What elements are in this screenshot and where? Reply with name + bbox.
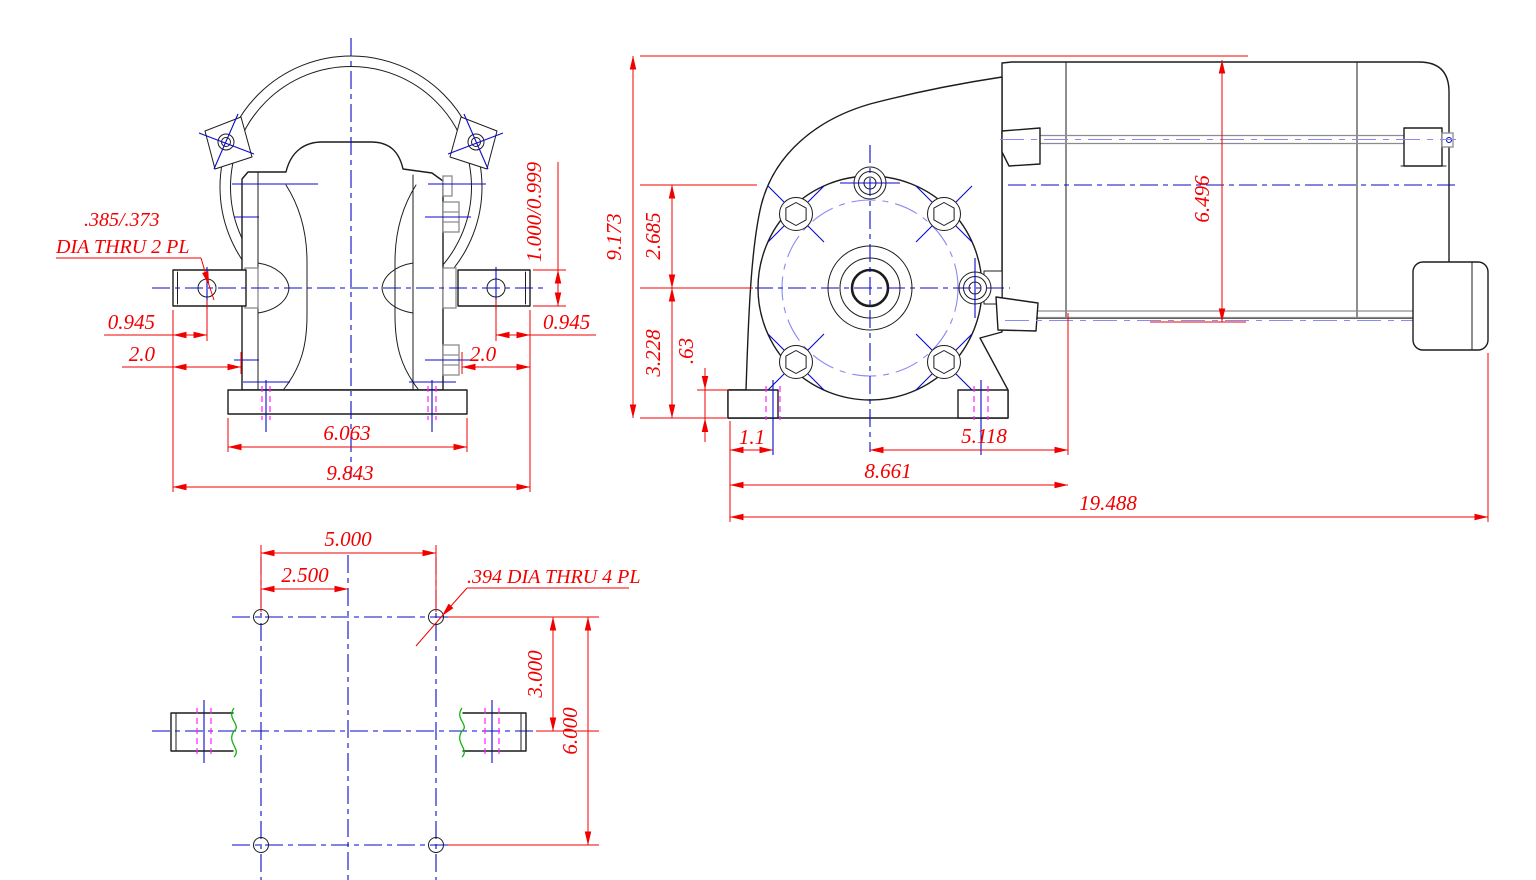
base-plate xyxy=(227,389,468,415)
ext-horizontals xyxy=(640,55,1248,419)
foot-hole-centerlines xyxy=(243,380,456,432)
front-ear-tabs xyxy=(198,113,504,170)
hex-bolt-facets xyxy=(443,354,459,366)
hex-head xyxy=(933,350,955,374)
hole-hidden-lines-left xyxy=(196,708,212,757)
dim-hole-offset-left: 0.945 xyxy=(108,310,155,334)
bolt-row-centerlines xyxy=(232,183,486,361)
hole-hidden-lines-right xyxy=(484,708,500,757)
housing-waist-curves xyxy=(283,184,419,390)
rod-bracket-bottom-left xyxy=(995,296,1039,332)
ear-screw-right-centerlines xyxy=(447,113,504,170)
dim-tail-2 xyxy=(122,352,242,374)
hole-row-centerlines xyxy=(232,616,466,846)
ear-screw-left-centerlines xyxy=(198,113,255,170)
side-view: 9.173 2.685 3.228 .63 1.1 5.118 8.661 19… xyxy=(602,55,1489,522)
ear-tab-right xyxy=(449,116,498,170)
note-leader-tail xyxy=(415,615,443,647)
break-line-left xyxy=(231,707,237,758)
note-shaft-hole-line2: DIA THRU 2 PL xyxy=(55,236,190,258)
mounting-hole xyxy=(253,837,269,853)
dim-hole-span: 5.000 xyxy=(324,527,372,551)
ext-verticals xyxy=(729,313,1489,522)
ear-screw-right-icon xyxy=(467,133,485,151)
dim-shaft-length-left: 2.0 xyxy=(129,342,156,366)
hole-column-centerlines xyxy=(260,555,437,880)
shaft-hole-centerlines xyxy=(203,700,493,763)
note-leader-tail xyxy=(208,284,215,301)
dim-overall-height: 9.173 xyxy=(602,213,626,260)
rod-bracket-top-left xyxy=(1001,127,1041,167)
shaft-left-outline xyxy=(170,712,234,752)
dim-foot-hole-offset: 1.1 xyxy=(739,425,765,449)
ear-screw-left-icon xyxy=(217,133,235,151)
tie-rod-top xyxy=(1040,134,1441,145)
note-shaft-hole-line1: .385/.373 xyxy=(84,209,160,231)
bottom-view: 5.000 2.500 .394 DIA THRU 4 PL 3.000 6.0… xyxy=(152,527,641,880)
tie-rod-bottom xyxy=(1038,310,1413,319)
bottom-dimensions: 5.000 2.500 .394 DIA THRU 4 PL 3.000 6.0… xyxy=(260,527,641,846)
hex-bolt-icon xyxy=(927,345,961,379)
dim-axis-to-motor-axis: 2.685 xyxy=(641,212,665,259)
dim-foot-height: .63 xyxy=(674,338,698,364)
dim-shaft-length-right: 2.0 xyxy=(470,342,497,366)
dim-overall-length: 19.488 xyxy=(1079,491,1137,515)
hex-head xyxy=(785,202,807,226)
dim-row-span: 6.000 xyxy=(558,707,582,755)
dim-hole-offset-right: 0.945 xyxy=(543,310,590,334)
gearbox-housing-side xyxy=(727,76,1009,419)
shaft-right-outline xyxy=(462,712,527,752)
mounting-foot-right xyxy=(957,389,1009,419)
motor-shell-seams xyxy=(1065,61,1358,319)
mounting-hole xyxy=(428,837,444,853)
note-leader xyxy=(200,257,210,286)
ear-tab-left xyxy=(204,116,253,170)
dim-shaft-diameter: 1.000/0.999 xyxy=(522,161,546,262)
note-leader xyxy=(441,587,468,617)
rod-bracket-top-right xyxy=(1403,127,1443,167)
dim-center-to-row: 3.000 xyxy=(523,650,547,699)
dim-foot-to-flange: 8.661 xyxy=(864,459,911,483)
motor-body xyxy=(1001,61,1450,319)
hex-bolt-facets xyxy=(443,211,459,223)
dim-axis-to-base: 3.228 xyxy=(641,329,665,378)
dim-motor-diameter: 6.496 xyxy=(1190,175,1214,223)
break-line-right xyxy=(459,707,465,758)
dim-base-width: 6.063 xyxy=(323,421,370,445)
front-view: .385/.373 DIA THRU 2 PL 0.945 2.0 0.945 … xyxy=(55,38,596,492)
terminal-box xyxy=(1412,261,1489,351)
cover-tab xyxy=(442,175,453,197)
bottom-centerlines xyxy=(152,555,560,880)
ext-shaft-ends xyxy=(172,310,531,492)
face-bolts xyxy=(767,166,1003,391)
front-dimensions: .385/.373 DIA THRU 2 PL 0.945 2.0 0.945 … xyxy=(55,161,596,492)
bottom-shafts xyxy=(170,707,527,758)
hex-bolt-icon xyxy=(779,345,813,379)
dim-overall-width: 9.843 xyxy=(326,461,373,485)
side-dimensions: 9.173 2.685 3.228 .63 1.1 5.118 8.661 19… xyxy=(602,55,1489,522)
foot-hole-centerlines xyxy=(772,380,982,455)
hex-bolt-icon xyxy=(927,197,961,231)
dim-hole-half-span: 2.500 xyxy=(281,563,329,587)
note-mounting-holes: .394 DIA THRU 4 PL xyxy=(467,566,641,588)
side-centerlines xyxy=(695,145,1460,455)
dim-center-to-flange: 5.118 xyxy=(961,424,1007,448)
tie-rods xyxy=(995,127,1456,332)
gearbox-housing-front xyxy=(241,141,444,391)
hex-head xyxy=(785,350,807,374)
mounting-foot-left xyxy=(727,389,779,419)
hex-bolt-icon xyxy=(779,197,813,231)
hex-head xyxy=(933,202,955,226)
